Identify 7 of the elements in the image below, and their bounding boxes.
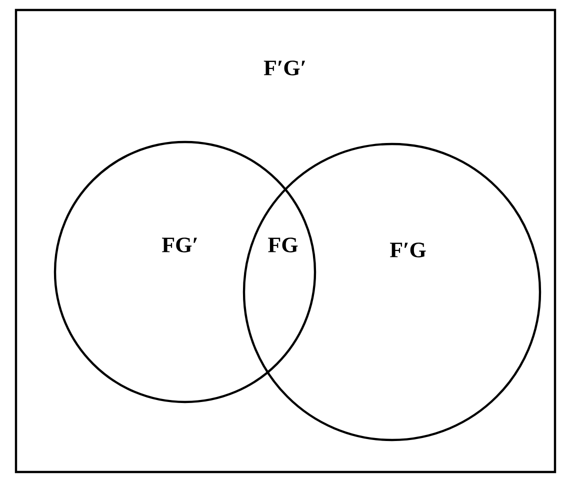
region-label: FG′ <box>162 238 197 252</box>
set-circle <box>54 140 316 404</box>
region-label: F′G <box>390 242 426 258</box>
universe-rectangle <box>14 8 556 474</box>
region-label: F′G′ <box>264 60 306 76</box>
region-label: FG <box>268 238 298 252</box>
set-circle <box>242 142 542 442</box>
